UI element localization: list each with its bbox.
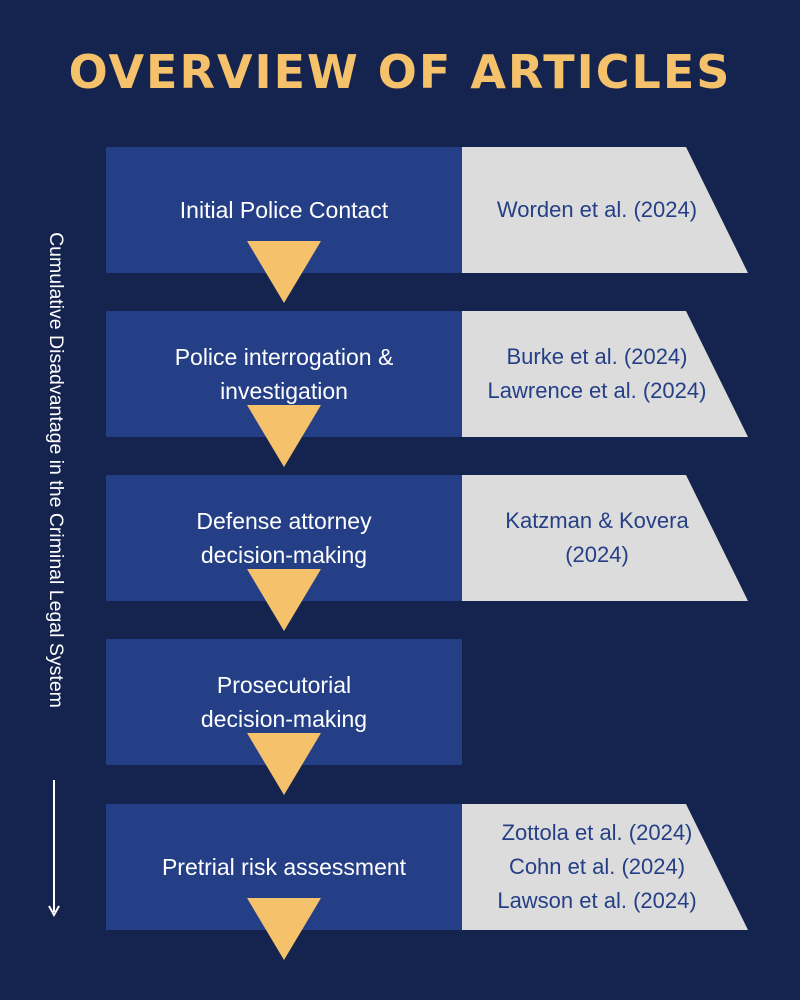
stage-label: Pretrial risk assessment [161,854,407,880]
stage-box: Defense attorney decision-making [106,475,462,601]
article-citations: Zottola et al. (2024) Cohn et al. (2024)… [497,820,697,913]
article-citations: Katzman & Kovera (2024) [505,508,689,567]
article-tag: Zottola et al. (2024) Cohn et al. (2024)… [462,804,748,930]
article-tag: Worden et al. (2024) [462,147,748,273]
article-citations: Burke et al. (2024) Lawrence et al. (202… [487,344,707,403]
flow-arrow-icon [247,405,321,467]
article-tag-shape [462,147,748,273]
flow-arrow-icon [247,241,321,303]
article-citations: Worden et al. (2024) [496,197,698,222]
article-tag-shape [462,311,748,437]
article-tag: Katzman & Kovera (2024) [462,475,748,601]
stage-label: Prosecutorial decision-making [200,672,368,732]
article-tag-shape [462,804,748,930]
stage-label: Initial Police Contact [179,197,389,223]
flow-arrow-icon [247,898,321,960]
article-tag-shape [462,475,748,601]
article-tag: Burke et al. (2024) Lawrence et al. (202… [462,311,748,437]
flow-arrow-icon [247,733,321,795]
flow-arrow-icon [247,569,321,631]
stage-label: Defense attorney decision-making [196,508,372,568]
down-arrow-icon [48,780,60,918]
stage-label: Police interrogation & investigation [174,344,394,404]
page-title: OVERVIEW OF ARTICLES [68,45,732,99]
stage-box: Initial Police Contact [106,147,462,273]
